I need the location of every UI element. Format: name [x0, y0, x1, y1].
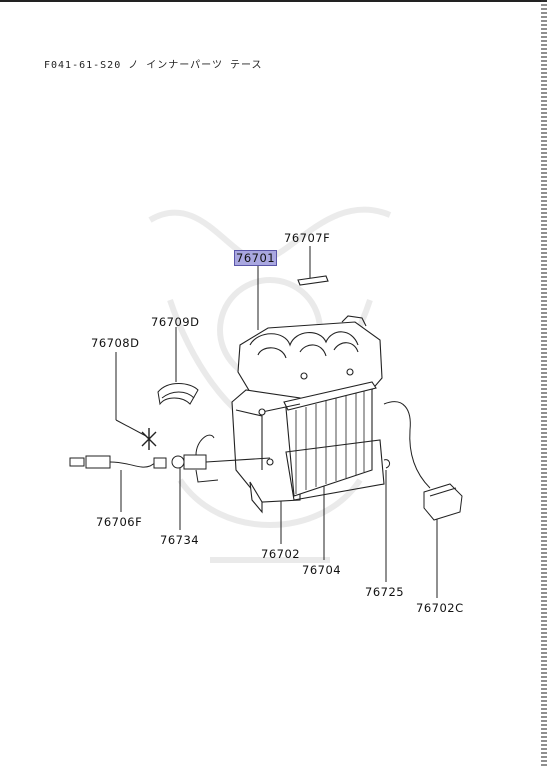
part-label-76704[interactable]: 76704	[302, 563, 342, 577]
right-edge-scan	[541, 0, 547, 768]
part-label-76701[interactable]: 76701	[233, 250, 278, 266]
seal-76709D	[157, 383, 199, 406]
valve-76734	[171, 434, 271, 483]
cable-76706F	[69, 455, 167, 469]
sensor-76702C	[383, 401, 463, 521]
part-label-76702C[interactable]: 76702C	[416, 601, 464, 615]
part-label-76709D[interactable]: 76709D	[151, 315, 200, 329]
top-border	[0, 0, 547, 6]
clip-76725	[383, 459, 391, 469]
part-label-76708D[interactable]: 76708D	[91, 336, 140, 350]
part-label-76702[interactable]: 76702	[261, 547, 301, 561]
heater-unit	[231, 275, 385, 514]
part-label-76734[interactable]: 76734	[160, 533, 200, 547]
part-label-76706F[interactable]: 76706F	[96, 515, 143, 529]
part-label-76707F[interactable]: 76707F	[284, 231, 331, 245]
part-label-76725[interactable]: 76725	[365, 585, 405, 599]
diagram-header: F041-61-S20 ノ インナーパーツ テース	[44, 60, 263, 71]
clip-76708D	[141, 428, 157, 450]
